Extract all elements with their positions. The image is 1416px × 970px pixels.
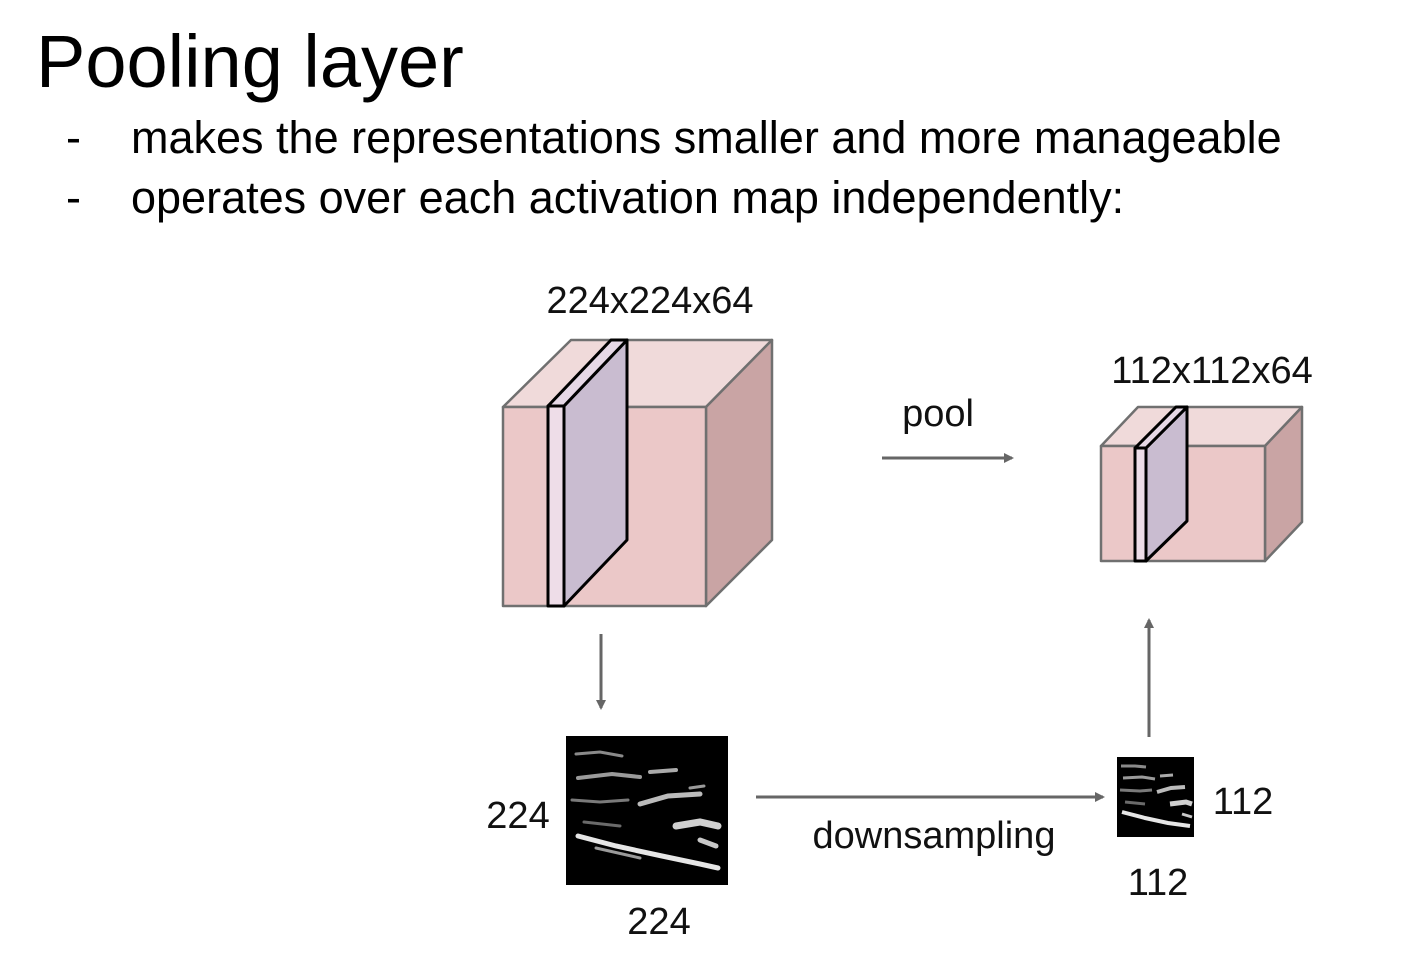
- input-map-height-label: 224: [486, 795, 549, 837]
- input-slice-front: [546, 404, 566, 608]
- input-activation-slice: [546, 338, 629, 608]
- bullet-text: makes the representations smaller and mo…: [131, 112, 1282, 163]
- output-activation-slice: [1133, 405, 1189, 563]
- input-volume-label: 224x224x64: [546, 280, 753, 322]
- bullet-marker: -: [66, 172, 81, 223]
- downsampling-label: downsampling: [813, 815, 1056, 857]
- input-volume: [501, 338, 774, 608]
- slide-title: Pooling layer: [36, 20, 464, 103]
- bullet-text: operates over each activation map indepe…: [131, 172, 1125, 223]
- output-volume: [1099, 405, 1304, 563]
- bullet-marker: -: [66, 112, 81, 163]
- pool-label: pool: [902, 393, 974, 435]
- output-slice-front: [1133, 446, 1148, 563]
- output-activation-map-image: [1117, 757, 1194, 837]
- input-activation-map-image: [566, 736, 728, 885]
- output-map-width-label: 112: [1128, 862, 1189, 904]
- output-volume-label: 112x112x64: [1111, 350, 1312, 392]
- input-map-width-label: 224: [627, 901, 690, 943]
- output-map-height-label: 112: [1213, 781, 1274, 823]
